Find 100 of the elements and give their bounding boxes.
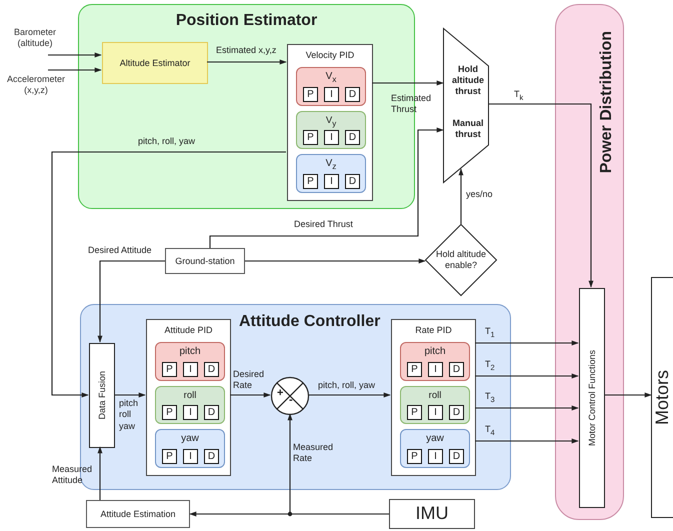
group-title: roll bbox=[428, 390, 442, 402]
gain-box bbox=[183, 362, 198, 377]
gain-box bbox=[449, 449, 464, 464]
gain-label: P bbox=[307, 88, 314, 100]
gain-label: I bbox=[330, 88, 333, 100]
edge-label: T$_{3}$ bbox=[485, 391, 496, 404]
gain-box bbox=[324, 87, 339, 102]
pid-group bbox=[296, 111, 366, 149]
gain-label: D bbox=[208, 450, 216, 462]
gain-label: P bbox=[166, 406, 173, 418]
gain-label: I bbox=[434, 406, 437, 418]
pid-group bbox=[400, 429, 470, 468]
gain-box bbox=[345, 174, 360, 189]
sensor-label: Barometer (altitude) bbox=[4, 27, 66, 55]
selector-trapezoid bbox=[443, 28, 489, 183]
gain-box bbox=[407, 405, 422, 420]
gain-label: P bbox=[411, 450, 418, 462]
gain-label: P bbox=[307, 132, 314, 144]
gain-box bbox=[204, 449, 219, 464]
box-title: Attitude PID bbox=[164, 325, 213, 336]
edge-label: yes/no bbox=[466, 189, 494, 200]
gain-label: I bbox=[189, 450, 192, 462]
gain-label: I bbox=[330, 132, 333, 144]
gain-label: I bbox=[434, 364, 437, 376]
gain-label: P bbox=[166, 364, 173, 376]
gain-box bbox=[345, 87, 360, 102]
arrow bbox=[98, 260, 165, 343]
input-label: Manual thrust bbox=[451, 118, 484, 140]
group-title: V$_{x}$ bbox=[326, 71, 336, 84]
gain-box bbox=[449, 405, 464, 420]
gain-box bbox=[407, 449, 422, 464]
gain-box bbox=[162, 405, 177, 420]
edge-label: pitch roll yaw bbox=[119, 398, 140, 432]
decision-diamond bbox=[425, 224, 497, 296]
gain-label: I bbox=[189, 406, 192, 418]
gain-label: P bbox=[411, 406, 418, 418]
pid-group bbox=[296, 67, 366, 106]
arrow bbox=[372, 80, 444, 86]
sign-label: - bbox=[289, 394, 293, 408]
panel-title: Power Distribution bbox=[596, 31, 616, 174]
edge-label: pitch, roll, yaw bbox=[318, 380, 376, 392]
gain-box bbox=[204, 362, 219, 377]
gain-box bbox=[428, 362, 443, 377]
edge-label: Desired Rate bbox=[233, 369, 266, 392]
module-band bbox=[555, 4, 624, 520]
decision-label: Hold altitude enable? bbox=[434, 249, 488, 271]
edge-label: T$_{2}$ bbox=[485, 359, 496, 372]
gain-box bbox=[183, 449, 198, 464]
edge-label: Desired Thrust bbox=[294, 219, 354, 230]
controller-box bbox=[146, 319, 231, 476]
controller-box bbox=[287, 44, 373, 201]
box-title: Velocity PID bbox=[306, 50, 354, 61]
gain-box bbox=[407, 362, 422, 377]
gain-label: D bbox=[208, 406, 216, 418]
pid-group bbox=[296, 154, 366, 193]
panel-title: Position Estimator bbox=[176, 11, 318, 30]
box-label: Motors bbox=[652, 370, 673, 425]
edge-label: T$_{4}$ bbox=[485, 424, 496, 438]
panel-title: Attitude Controller bbox=[239, 312, 380, 332]
arrow bbox=[604, 392, 652, 398]
box-label: Altitude Estimator bbox=[120, 58, 190, 68]
gain-box bbox=[428, 405, 443, 420]
group-title: yaw bbox=[181, 433, 199, 445]
gain-box bbox=[449, 362, 464, 377]
pid-group bbox=[400, 342, 470, 381]
arrow bbox=[209, 128, 444, 248]
gain-box bbox=[303, 174, 318, 189]
gain-label: D bbox=[348, 176, 356, 188]
gain-label: P bbox=[166, 450, 173, 462]
box-label: Motor Control Functions bbox=[586, 350, 598, 446]
pid-group bbox=[400, 386, 470, 424]
gain-label: I bbox=[434, 450, 437, 462]
arrow bbox=[475, 406, 579, 410]
gain-label: I bbox=[330, 176, 333, 188]
box-title: Rate PID bbox=[415, 325, 452, 336]
gain-box bbox=[428, 449, 443, 464]
gain-box bbox=[303, 130, 318, 145]
arrow bbox=[475, 374, 579, 378]
group-title: roll bbox=[184, 390, 196, 402]
pid-group bbox=[155, 386, 225, 424]
sign-label: + bbox=[277, 387, 284, 400]
gain-box bbox=[162, 449, 177, 464]
edge-label: T$_{1}$ bbox=[485, 326, 496, 340]
gain-label: P bbox=[307, 176, 314, 188]
gain-label: D bbox=[452, 406, 460, 418]
input-label: Hold altitude thrust bbox=[450, 64, 485, 96]
edge-label: T$_{k}$ bbox=[514, 89, 524, 102]
gain-label: D bbox=[348, 132, 356, 144]
group-title: pitch bbox=[424, 346, 446, 358]
arrow bbox=[489, 103, 594, 288]
process-box bbox=[89, 343, 115, 448]
group-title: V$_{z}$ bbox=[326, 158, 336, 171]
gain-box bbox=[183, 405, 198, 420]
summing-junction bbox=[271, 377, 309, 415]
edge-label: Estimated x,y,z bbox=[216, 45, 278, 56]
pid-group bbox=[155, 429, 225, 468]
arrow bbox=[48, 52, 102, 58]
arrow bbox=[98, 446, 102, 500]
arrow bbox=[475, 438, 579, 444]
process-box bbox=[102, 42, 208, 84]
